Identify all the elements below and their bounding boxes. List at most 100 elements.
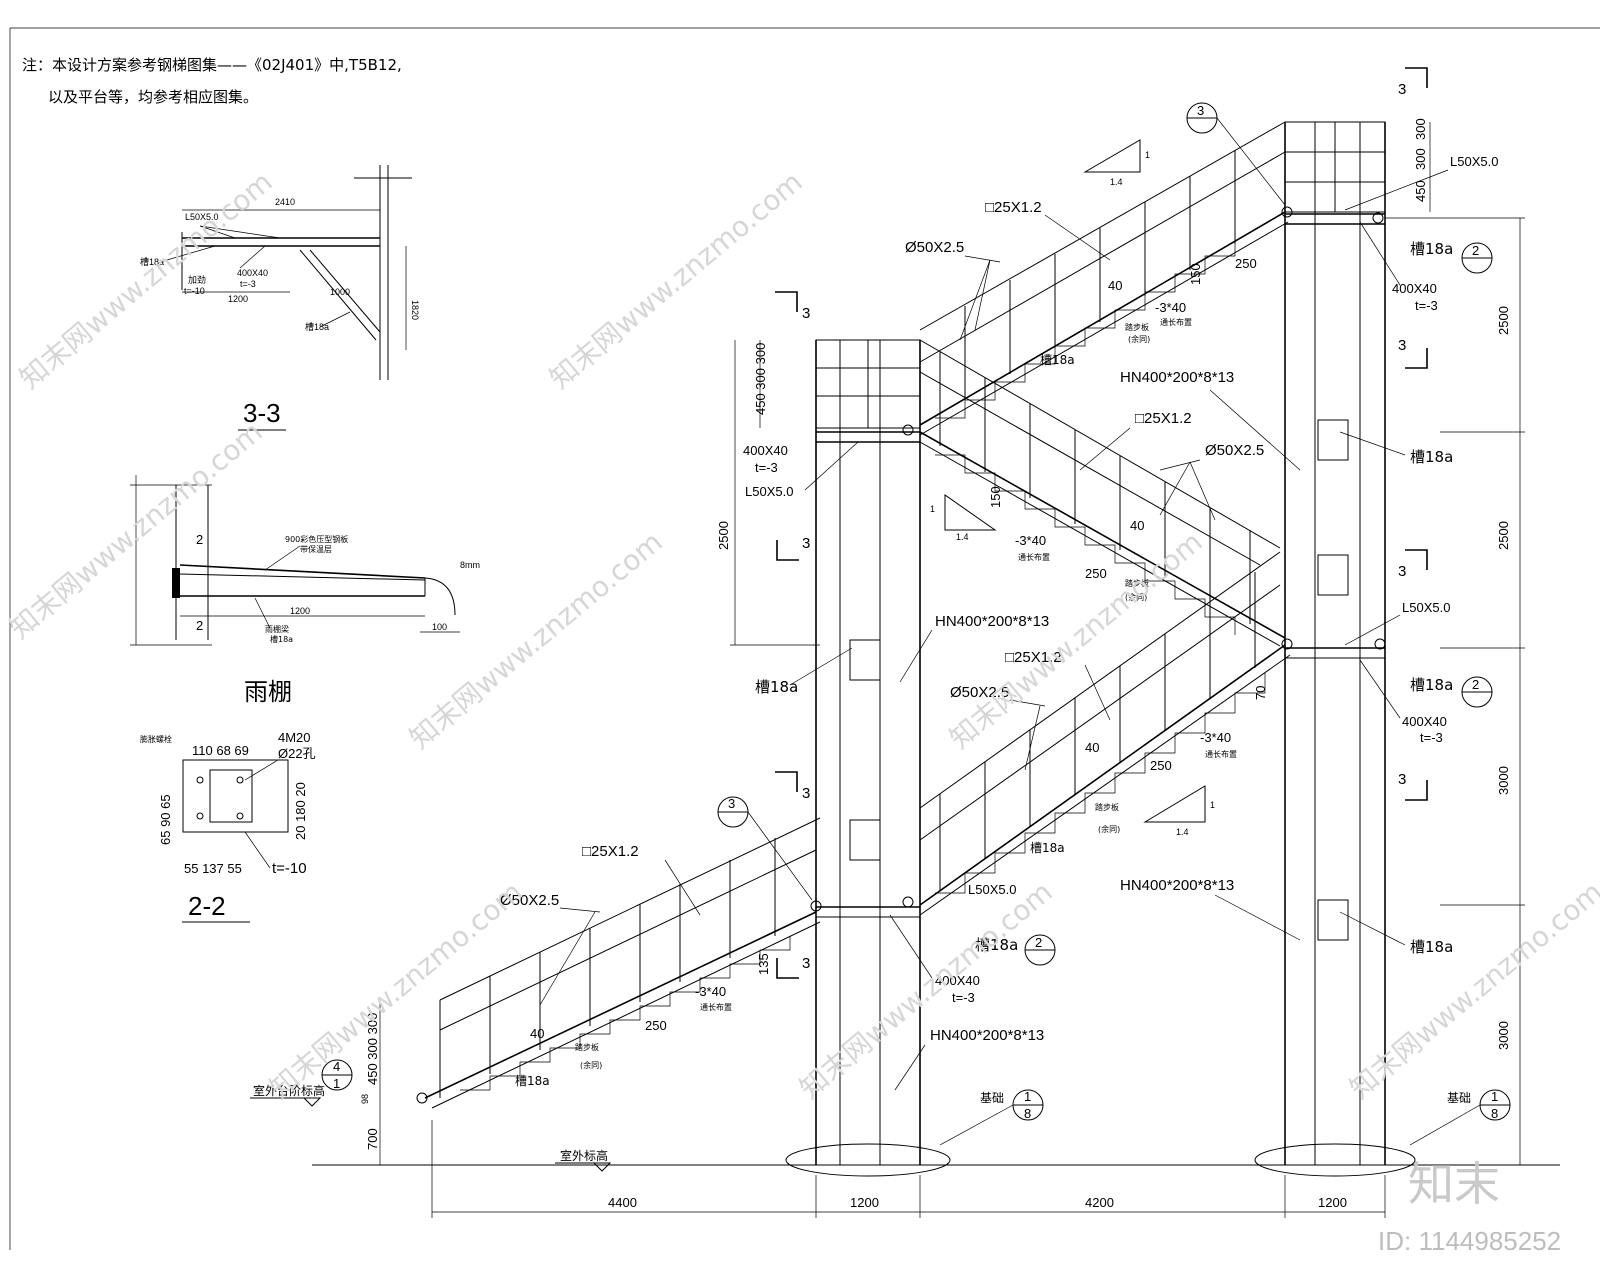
svg-text:110 68 69: 110 68 69 (192, 743, 249, 758)
svg-text:t=-10: t=-10 (184, 286, 205, 296)
svg-text:4200: 4200 (1085, 1195, 1114, 1210)
dimensions-left: 2500 450 300 300 450 300 300 700 98 (360, 340, 820, 1165)
svg-text:(余同): (余同) (1125, 592, 1147, 602)
svg-text:知末网www.znzmo.com: 知末网www.znzmo.com (543, 165, 808, 395)
svg-text:4400: 4400 (608, 1195, 637, 1210)
section-title-canopy: 雨棚 (244, 678, 292, 706)
svg-text:1200: 1200 (228, 294, 248, 304)
detail-3-3: 2410 L50X5.0 槽18a 加劲 t=-10 400X40 t=-3 1… (140, 165, 420, 431)
note-line-1: 注：本设计方案参考钢梯图集——《02J401》中,T5B12, (22, 56, 402, 74)
svg-text:3: 3 (1398, 81, 1406, 98)
svg-text:3: 3 (1398, 771, 1406, 788)
svg-text:250: 250 (1085, 566, 1107, 581)
svg-text:基础: 基础 (980, 1091, 1004, 1105)
svg-text:2500: 2500 (716, 521, 731, 550)
svg-text:2500: 2500 (1496, 306, 1511, 335)
svg-text:40: 40 (1130, 518, 1144, 533)
svg-text:(余同): (余同) (580, 1060, 602, 1070)
svg-text:踏步板: 踏步板 (575, 1042, 599, 1052)
svg-text:t=-3: t=-3 (240, 279, 256, 289)
svg-text:HN400*200*8*13: HN400*200*8*13 (1120, 369, 1234, 386)
svg-text:65 90 65: 65 90 65 (158, 794, 173, 845)
svg-text:150: 150 (988, 486, 1003, 508)
svg-text:雨棚梁: 雨棚梁 (265, 624, 289, 634)
svg-text:98: 98 (360, 1094, 370, 1104)
level-marks: 室外台阶标高 室外标高 (250, 1083, 612, 1172)
svg-text:踏步板: 踏步板 (1125, 322, 1149, 332)
svg-text:槽18a: 槽18a (1030, 841, 1065, 855)
stair-flight-2 (919, 551, 1291, 916)
svg-text:1.4: 1.4 (956, 532, 969, 542)
labels-flight-3: □25X1.2 Ø50X2.5 150 -3*40 通长布置 40 250 踏步… (899, 410, 1264, 683)
svg-text:t=-10: t=-10 (272, 860, 307, 877)
svg-text:□25X1.2: □25X1.2 (582, 843, 639, 860)
left-column (785, 339, 951, 1177)
svg-text:2: 2 (1035, 935, 1042, 950)
svg-text:3000: 3000 (1496, 766, 1511, 795)
svg-text:带保温层: 带保温层 (300, 544, 332, 554)
svg-text:3: 3 (802, 535, 810, 552)
svg-text:70: 70 (1253, 686, 1268, 700)
svg-text:450 300 300: 450 300 300 (753, 343, 768, 415)
svg-text:3: 3 (1398, 337, 1406, 354)
svg-text:4M20: 4M20 (278, 730, 311, 745)
svg-text:槽18a: 槽18a (755, 678, 798, 696)
svg-text:t=-3: t=-3 (952, 990, 975, 1005)
svg-text:900彩色压型钢板: 900彩色压型钢板 (285, 534, 348, 544)
svg-text:700: 700 (365, 1128, 380, 1150)
svg-text:(余同): (余同) (1128, 334, 1150, 344)
svg-text:L50X5.0: L50X5.0 (745, 484, 793, 499)
svg-text:250: 250 (645, 1018, 667, 1033)
svg-text:2: 2 (196, 618, 203, 633)
section-title-2-2: 2-2 (188, 891, 226, 921)
svg-text:1200: 1200 (1318, 1195, 1347, 1210)
svg-text:4: 4 (333, 1059, 340, 1074)
svg-text:2410: 2410 (275, 197, 295, 207)
svg-text:Ø50X2.5: Ø50X2.5 (1205, 442, 1264, 459)
stair-flight-4 (919, 121, 1289, 436)
svg-text:150: 150 (1188, 263, 1203, 285)
svg-text:3: 3 (802, 785, 810, 802)
svg-text:250: 250 (1150, 758, 1172, 773)
svg-text:□25X1.2: □25X1.2 (1135, 410, 1192, 427)
labels-flight-2: □25X1.2 Ø50X2.5 70 -3*40 通长布置 250 40 踏步板… (950, 649, 1301, 941)
svg-text:1: 1 (1491, 1089, 1498, 1104)
svg-text:8mm: 8mm (460, 560, 480, 570)
svg-text:300: 300 (1413, 118, 1428, 140)
svg-text:1: 1 (333, 1076, 340, 1091)
svg-text:槽18a: 槽18a (1410, 938, 1453, 956)
svg-text:3: 3 (802, 955, 810, 972)
svg-text:135: 135 (756, 953, 771, 975)
svg-text:槽18a: 槽18a (1410, 676, 1453, 694)
svg-text:1: 1 (1210, 800, 1215, 810)
svg-text:1200: 1200 (290, 606, 310, 616)
brand-watermark: 知末 (1408, 1157, 1500, 1211)
svg-text:400X40: 400X40 (237, 268, 268, 278)
svg-text:知末网www.znzmo.com: 知末网www.znzmo.com (943, 525, 1208, 755)
svg-text:-3*40: -3*40 (1200, 730, 1231, 745)
svg-text:L50X5.0: L50X5.0 (968, 882, 1016, 897)
svg-text:400X40: 400X40 (1392, 281, 1437, 296)
svg-text:8: 8 (1491, 1106, 1498, 1121)
svg-text:L50X5.0: L50X5.0 (1402, 600, 1450, 615)
svg-text:槽18a: 槽18a (1040, 353, 1075, 367)
labels-flight-1: □25X1.2 Ø50X2.5 135 -3*40 通长布置 250 40 踏步… (500, 843, 1044, 1091)
svg-text:Ø50X2.5: Ø50X2.5 (950, 684, 1009, 701)
svg-text:1000: 1000 (330, 287, 350, 297)
svg-text:1200: 1200 (850, 1195, 879, 1210)
svg-text:Ø50X2.5: Ø50X2.5 (905, 239, 964, 256)
svg-text:室外标高: 室外标高 (560, 1148, 608, 1163)
svg-text:2500: 2500 (1496, 521, 1511, 550)
svg-text:槽18a: 槽18a (975, 936, 1018, 954)
svg-text:HN400*200*8*13: HN400*200*8*13 (930, 1027, 1044, 1044)
svg-text:3: 3 (802, 305, 810, 322)
svg-text:槽18a: 槽18a (515, 1074, 550, 1088)
svg-text:3: 3 (1398, 563, 1406, 580)
svg-text:450: 450 (1413, 180, 1428, 202)
svg-text:膨胀螺栓: 膨胀螺栓 (140, 734, 172, 744)
dimensions-bottom: 4400 1200 4200 1200 (431, 1120, 1386, 1218)
svg-text:1: 1 (1145, 150, 1150, 160)
svg-text:-3*40: -3*40 (1155, 300, 1186, 315)
svg-text:(余同): (余同) (1098, 824, 1120, 834)
